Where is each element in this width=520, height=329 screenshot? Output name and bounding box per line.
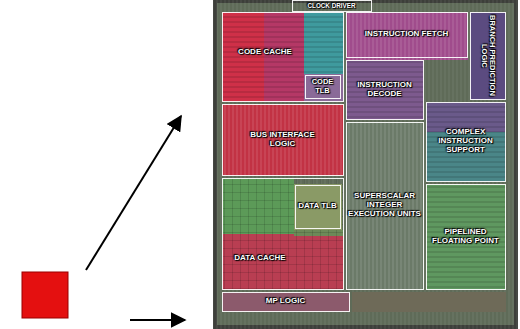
chip-region: INSTRUCTION FETCH: [346, 12, 468, 58]
region-label: CODE CACHE: [238, 48, 292, 57]
decode-area: [346, 60, 424, 120]
region-label: BRANCH PREDICTION LOGIC: [479, 15, 496, 97]
chip-region: INSTRUCTION DECODE: [346, 60, 424, 120]
chip-region: SUPERSCALAR INTEGER EXECUTION UNITS: [346, 122, 424, 290]
label-area: BUS INTERFACE LOGIC: [224, 106, 341, 173]
region-label: DATA CACHE: [234, 254, 285, 263]
microcode-texture: [426, 102, 506, 182]
label-area: BRANCH PREDICTION LOGIC: [472, 14, 503, 97]
label-area: CODE TLB: [307, 77, 338, 96]
chip-region: CLOCK DRIVER: [292, 0, 372, 12]
chip-region: CODE TLB: [305, 75, 341, 99]
chip-region: BUS INTERFACE LOGIC: [222, 104, 344, 176]
pad-ring: [352, 292, 506, 312]
pointer-arrow: [130, 319, 185, 321]
chip-region: PIPELINED FLOATING POINT: [426, 184, 506, 290]
label-area: COMPLEX INSTRUCTION SUPPORT: [428, 104, 503, 179]
microcode-area: [426, 102, 506, 182]
region-label: SUPERSCALAR INTEGER EXECUTION UNITS: [348, 192, 421, 219]
region-label: MP LOGIC: [266, 297, 305, 306]
region-label: CLOCK DRIVER: [308, 2, 356, 9]
die-body: [217, 3, 514, 325]
chip-region: MP LOGIC: [222, 292, 350, 312]
execution-area: [346, 122, 424, 290]
chip-region: COMPLEX INSTRUCTION SUPPORT: [426, 102, 506, 182]
region-label: CODE TLB: [307, 78, 338, 95]
region-label: INSTRUCTION FETCH: [365, 30, 449, 39]
cache-texture: [222, 178, 344, 290]
label-area: INSTRUCTION FETCH: [348, 14, 465, 55]
region-label: DATA TLB: [298, 202, 337, 211]
chip-region: BRANCH PREDICTION LOGIC: [470, 12, 506, 100]
label-area: DATA CACHE: [225, 229, 295, 287]
chip-region: DATA TLB DATA CACHE: [222, 178, 344, 290]
execution-texture: [346, 122, 424, 290]
label-area: MP LOGIC: [224, 294, 347, 309]
fetch-texture: [346, 12, 468, 60]
region-label: COMPLEX INSTRUCTION SUPPORT: [428, 128, 503, 155]
pointer-arrow: [86, 116, 181, 270]
region-label: BUS INTERFACE LOGIC: [238, 131, 328, 149]
label-area: SUPERSCALAR INTEGER EXECUTION UNITS: [348, 124, 421, 287]
fpu-texture: [426, 184, 506, 290]
die: [213, 0, 518, 329]
tlb-area: [294, 184, 342, 230]
die-frame: [213, 0, 518, 329]
chip-region: DATA TLB: [295, 185, 341, 229]
label-area: CLOCK DRIVER: [294, 2, 369, 9]
mp-area: [222, 292, 350, 312]
fpu-area: [426, 184, 506, 290]
tlb-area: [304, 74, 344, 102]
scale-square: [22, 272, 68, 318]
region-label: PIPELINED FLOATING POINT: [430, 228, 502, 246]
bus-texture: [222, 104, 344, 176]
label-area: INSTRUCTION DECODE: [348, 62, 421, 117]
label-area: CODE CACHE: [225, 17, 305, 87]
region-label: INSTRUCTION DECODE: [349, 81, 421, 99]
bus-area: [222, 104, 344, 176]
label-area: PIPELINED FLOATING POINT: [428, 186, 503, 287]
die-texture: [213, 0, 518, 329]
cache-texture: [222, 12, 344, 102]
branch-area: [470, 12, 506, 100]
label-area: DATA TLB: [297, 187, 338, 226]
fetch-area: [346, 12, 468, 60]
decode-texture: [346, 60, 424, 120]
chip-region: CODE TLB CODE CACHE: [222, 12, 344, 102]
